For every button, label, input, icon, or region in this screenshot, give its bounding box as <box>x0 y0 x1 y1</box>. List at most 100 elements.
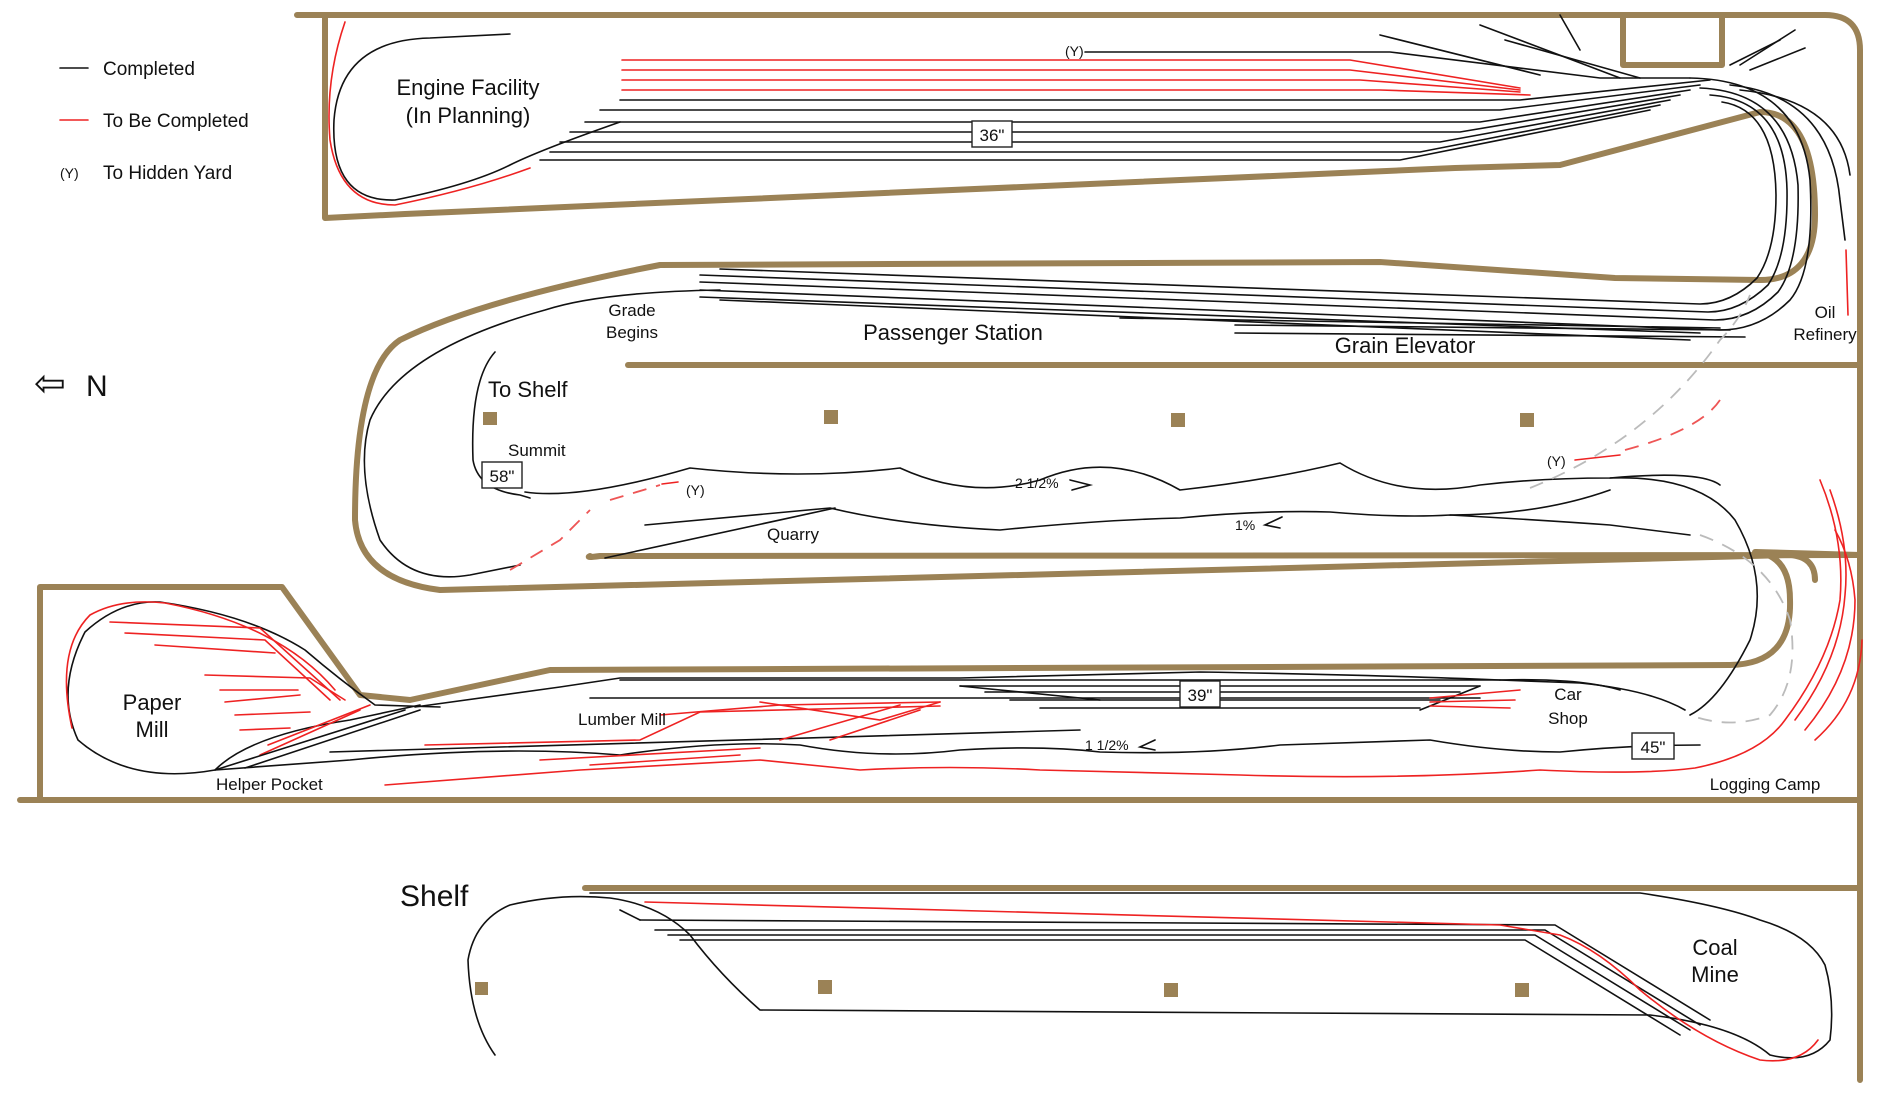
shelf-track <box>667 934 1691 1031</box>
right-curve-track <box>699 94 1788 313</box>
height-58-label: 58" <box>490 467 515 486</box>
grade-loop-track <box>363 289 721 578</box>
station-track <box>699 296 1701 334</box>
hidden-lead-red <box>609 484 661 501</box>
oil-refinery-label: Oil <box>1815 303 1836 322</box>
lumber-mill-spur <box>779 704 901 741</box>
summit-label: Summit <box>508 441 566 460</box>
spur-track <box>1749 47 1806 71</box>
to-shelf-label: To Shelf <box>488 377 568 402</box>
car-shop-label: Car <box>1554 685 1582 704</box>
yard-track <box>619 79 1711 101</box>
yard-track-red <box>621 69 1521 91</box>
quarry-track <box>604 507 836 559</box>
engine-facility-sub-label: (In Planning) <box>406 103 531 128</box>
paper-mill-spur <box>267 704 371 746</box>
yard-track-red <box>621 79 1521 93</box>
shelf-tracks <box>467 892 1833 1062</box>
paper-mill-loop-red <box>65 601 336 729</box>
yard-track <box>599 84 1701 111</box>
yard-track <box>549 104 1661 153</box>
shelf-track <box>654 929 1701 1026</box>
grain-elevator-track <box>1234 324 1731 331</box>
hidden-yard-lead-red <box>1574 454 1621 461</box>
grade-arrow-icon <box>1137 739 1156 751</box>
quarry-label: Quarry <box>767 525 819 544</box>
lumber-mill-track <box>329 729 1081 753</box>
grade-begins-label: Grade <box>608 301 655 320</box>
car-shop-spur <box>1429 689 1521 699</box>
logging-line-red <box>1804 529 1856 731</box>
yard-track <box>584 89 1691 123</box>
passenger-station-label: Passenger Station <box>863 320 1043 345</box>
benchwork-notch <box>1620 12 1725 68</box>
spur-track <box>1739 29 1796 66</box>
benchwork <box>17 12 1863 1083</box>
yard-track <box>569 94 1681 133</box>
support-post <box>1520 413 1534 427</box>
height-box-39 <box>1179 680 1221 708</box>
compass: ⇦ N <box>34 363 108 405</box>
height-39-label: 39" <box>1188 686 1213 705</box>
grade-1-label: 1% <box>1235 517 1255 533</box>
paper-mill-spur <box>224 694 301 703</box>
yard-ladder <box>959 685 1101 701</box>
lower-level-tracks <box>65 479 1863 786</box>
refinery-spur <box>1739 89 1851 176</box>
paper-mill-spur <box>124 632 331 701</box>
legend-completed-label: Completed <box>103 59 195 80</box>
top-level-tracks <box>328 14 1851 724</box>
helper-pocket-track <box>244 709 421 769</box>
height-box-45 <box>1631 732 1675 760</box>
north-arrow-icon: ⇦ <box>34 363 66 405</box>
height-45-label: 45" <box>1641 738 1666 757</box>
support-post <box>1164 983 1178 997</box>
hidden-lead-red <box>661 481 679 485</box>
shelf-track <box>639 919 1711 1021</box>
shelf-loop <box>467 892 1833 1059</box>
support-post <box>824 410 838 424</box>
lumber-mill-spur <box>759 701 941 721</box>
legend-to-hidden-yard-label: To Hidden Yard <box>103 163 232 184</box>
car-shop-label-2: Shop <box>1548 709 1588 728</box>
spur-track <box>1479 24 1621 79</box>
paper-mill-label-2: Mill <box>136 717 169 742</box>
refinery-spur-red <box>1845 249 1849 316</box>
coal-mine-label: Coal <box>1692 935 1737 960</box>
hidden-yard-lead <box>1084 51 1691 79</box>
paper-mill-spur <box>239 727 291 731</box>
right-curve-track <box>699 77 1812 331</box>
loop-track <box>1609 474 1721 486</box>
shelf-track <box>679 939 1681 1036</box>
support-post <box>1515 983 1529 997</box>
lumber-mill-spur <box>589 754 741 766</box>
car-shop-track <box>1499 679 1686 711</box>
hidden-yard-marker: (Y) <box>1065 43 1084 59</box>
height-markers: 36" 58" 39" 45" <box>481 120 1675 760</box>
engine-facility-loop-red <box>328 21 531 206</box>
shelf-label: Shelf <box>400 880 469 913</box>
labels: Engine Facility (In Planning) (Y) Grade … <box>123 43 1858 987</box>
logging-line-red <box>384 479 1842 786</box>
spur-track <box>1379 34 1541 76</box>
legend-y-symbol: (Y) <box>60 165 79 181</box>
lumber-mill-label: Lumber Mill <box>578 710 666 729</box>
helper-pocket-track <box>214 709 406 771</box>
shelf-track <box>619 909 641 921</box>
lumber-mill-spur <box>539 747 761 761</box>
height-box-36 <box>971 120 1013 148</box>
grade-1-track <box>644 507 1691 536</box>
engine-facility-label: Engine Facility <box>396 75 539 100</box>
car-shop-spur <box>1429 705 1511 709</box>
support-post <box>483 412 497 425</box>
lumber-mill-spur <box>424 705 941 746</box>
to-shelf-track <box>471 351 531 499</box>
support-post <box>818 980 832 994</box>
paper-mill-spur <box>154 644 276 654</box>
height-box-58 <box>481 461 523 489</box>
paper-mill-spur <box>234 711 311 716</box>
hidden-lead-red <box>509 509 591 571</box>
paper-mill-spur <box>204 674 346 701</box>
paper-mill-spur <box>109 621 341 701</box>
lumber-mill-spur <box>829 709 921 741</box>
